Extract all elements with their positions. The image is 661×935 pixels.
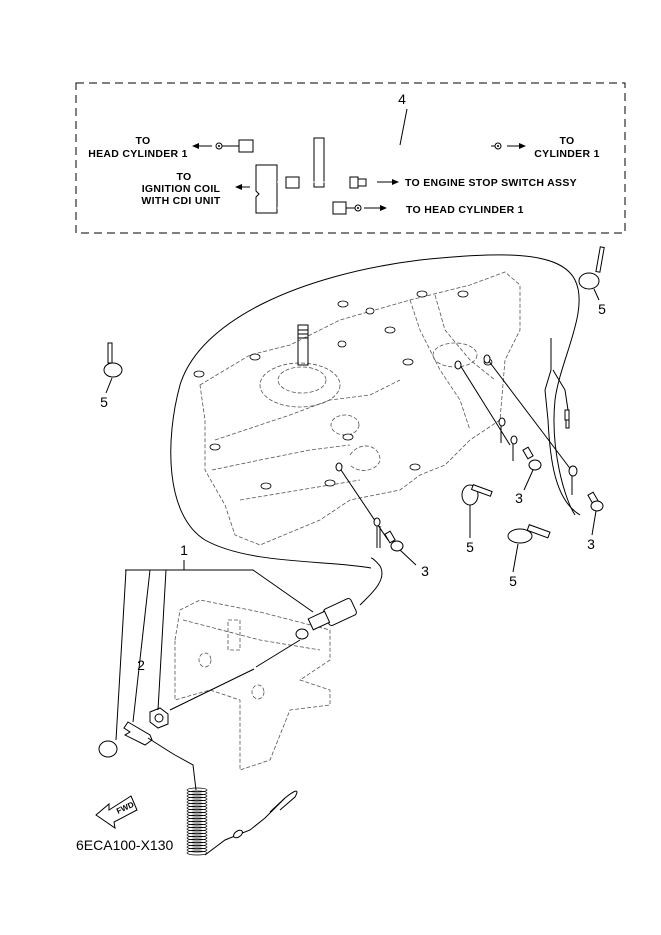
part-number-4: 4: [398, 91, 406, 107]
lead-clamp-block: [313, 137, 325, 188]
coil-turn: [186, 826, 208, 832]
coil-turn: [186, 793, 208, 799]
coil-turn: [186, 787, 208, 793]
coil-turn: [186, 820, 208, 826]
coil-turn: [186, 838, 208, 844]
clamp-5d: [507, 524, 551, 573]
callout-1: 1: [180, 542, 188, 558]
coil-turn: [186, 811, 208, 817]
label-to-cylinder-right-2: CYLINDER 1: [534, 148, 599, 160]
callout-5a: 5: [100, 394, 108, 410]
coil-turn: [186, 802, 208, 808]
coil-turn: [186, 796, 208, 802]
callout-3c: 3: [587, 536, 595, 552]
coil-turns: [186, 787, 208, 856]
wire-loop: [170, 254, 580, 569]
clamp-5c: [461, 484, 493, 538]
coil-turn: [186, 835, 208, 841]
clamp-5a: [103, 342, 123, 394]
callout-2: 2: [137, 657, 145, 673]
stop-switch-cable: [359, 557, 383, 606]
lock-plate: [123, 721, 153, 746]
label-to-head-cylinder-bottom: TO HEAD CYLINDER 1: [406, 204, 524, 216]
coil-turn: [186, 832, 208, 838]
coil-turn: [186, 799, 208, 805]
coil-turn: [186, 808, 208, 814]
callout-leader-3b: [523, 469, 534, 491]
mid-lead-connector: [285, 176, 300, 189]
switch-cap: [98, 740, 118, 758]
coil-turn: [186, 850, 208, 856]
label-to-head-cylinder-left-1: TO: [136, 135, 151, 147]
lanyard-coil: [147, 737, 298, 856]
branch-junction: [255, 164, 278, 214]
label-to-engine-stop-switch: TO ENGINE STOP SWITCH ASSY: [405, 177, 577, 189]
callout-leader-5b: [593, 288, 600, 301]
bolt-3c: [587, 491, 604, 536]
coil-turn: [186, 805, 208, 811]
lower-case: [174, 599, 331, 771]
callout-leader-3c: [591, 510, 597, 536]
diagram-code: 6ECA100-X130: [76, 837, 174, 853]
fwd-arrow-shape: [95, 795, 138, 830]
coil-turn: [186, 823, 208, 829]
engine-block: [193, 271, 521, 546]
callout-5c: 5: [466, 539, 474, 555]
label-to-head-cylinder-left-2: HEAD CYLINDER 1: [88, 148, 188, 160]
label-to-ignition-coil-2: IGNITION COIL: [142, 183, 221, 195]
main-lead-connector: [238, 139, 254, 153]
callout-leader-4: [399, 108, 408, 146]
callout-leader-5a: [105, 377, 113, 394]
label-to-cylinder-right-1: TO: [560, 135, 575, 147]
engine-stop-switch: [98, 557, 383, 758]
callout-3b: 3: [515, 490, 523, 506]
label-to-ignition-coil-3: WITH CDI UNIT: [141, 195, 220, 207]
inset-dashed-border: [75, 82, 626, 234]
bottom-lead-connector: [332, 201, 347, 215]
callout-leader-1: [115, 560, 314, 741]
ground-leads: [335, 338, 581, 548]
callout-3a: 3: [421, 563, 429, 579]
wiring-inset: 4 TO HEAD CYLINDER 1 TO CYLINDER 1 TO IG…: [75, 82, 626, 234]
coil-turn: [186, 847, 208, 853]
coil-turn: [186, 814, 208, 820]
stop-switch-plug: [357, 178, 367, 187]
coil-turn: [186, 829, 208, 835]
callout-leader-5d: [512, 543, 519, 573]
callout-5d: 5: [509, 573, 517, 589]
label-to-ignition-coil-1: TO: [177, 171, 192, 183]
clamp-5b: [578, 246, 605, 301]
bolt-3b: [522, 446, 542, 491]
coil-turn: [186, 817, 208, 823]
callout-5b: 5: [598, 301, 606, 317]
fwd-arrow: FWD: [95, 795, 138, 830]
coil-turn: [186, 841, 208, 847]
callout-leader-3a: [399, 549, 417, 566]
coil-turn: [186, 844, 208, 850]
coil-turn: [186, 790, 208, 796]
bolt-3a: [384, 530, 417, 566]
